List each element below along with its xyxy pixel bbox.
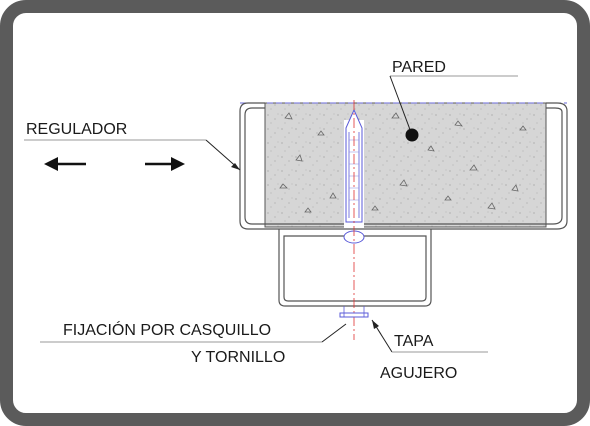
label-fijacion-1: FIJACIÓN POR CASQUILLO — [63, 320, 271, 339]
regulador-bracket — [239, 102, 568, 230]
arrow-left-icon — [44, 157, 86, 171]
label-tapa: TAPA — [394, 333, 434, 350]
label-regulador: REGULADOR — [26, 121, 127, 138]
label-pared: PARED — [392, 59, 446, 76]
fijacion-leader — [40, 323, 347, 343]
pared-leader — [389, 75, 518, 142]
wall-block — [240, 102, 567, 228]
label-agujero: AGUJERO — [380, 365, 457, 382]
regulador-leader — [24, 139, 241, 171]
tapa-agujero-cap — [339, 306, 369, 318]
arrow-right-icon — [145, 157, 185, 171]
label-fijacion-2: Y TORNILLO — [191, 349, 285, 366]
tapa-leader — [371, 319, 488, 353]
lower-channel — [278, 229, 432, 307]
